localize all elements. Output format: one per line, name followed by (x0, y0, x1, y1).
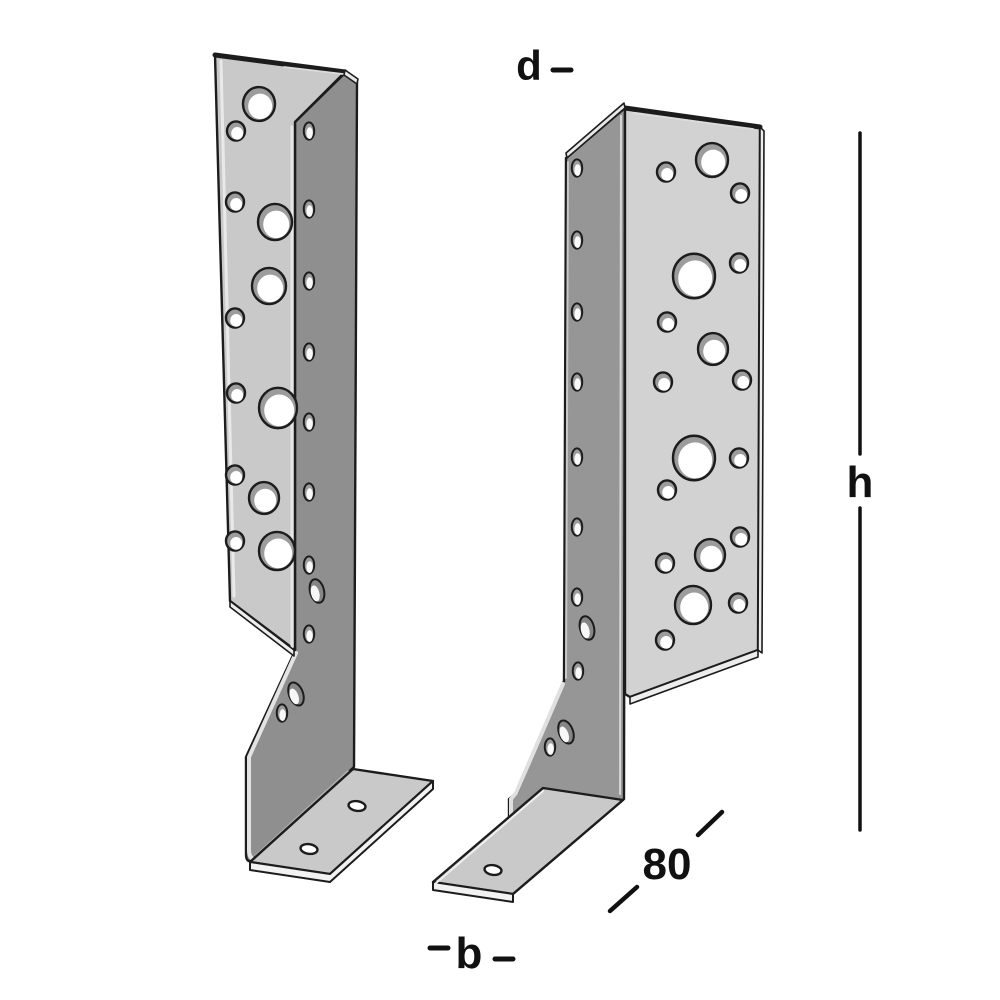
right-plate-cut-thickness (629, 649, 759, 705)
hole (660, 636, 673, 649)
right-plate-holes (652, 141, 753, 651)
hole (230, 314, 243, 327)
hole (306, 561, 313, 573)
hole (248, 93, 273, 120)
hole (733, 599, 746, 612)
hole (734, 454, 747, 467)
right-plate-top-edge-highlight (632, 112, 754, 130)
hole (658, 378, 671, 391)
right-base-holes (483, 863, 503, 877)
hole (680, 592, 709, 623)
left-bracket (212, 52, 435, 883)
hole (700, 545, 723, 570)
dim-label-b: b (456, 929, 483, 978)
right-plate-right-thickness (757, 126, 765, 654)
hole (574, 308, 581, 320)
hole (306, 418, 313, 430)
hole (580, 622, 590, 639)
hole (306, 127, 313, 139)
dimension-annotations: d h 80 b (427, 42, 874, 978)
hole (347, 799, 367, 813)
hole (734, 259, 747, 272)
left-plate-top-edge-highlight (283, 66, 344, 75)
hole (306, 488, 313, 500)
right-flange-top-thickness (565, 102, 626, 159)
dim-label-d: d (516, 42, 542, 89)
hole (735, 533, 748, 546)
hole (737, 376, 750, 389)
hole (264, 538, 293, 569)
hole (483, 863, 503, 877)
right-fold-highlight (619, 115, 622, 795)
dim-label-h: h (847, 458, 874, 507)
hole (263, 210, 290, 239)
hole (574, 593, 581, 605)
hole (574, 523, 581, 535)
hole (678, 442, 713, 479)
right-bracket (431, 102, 765, 903)
hole (289, 688, 300, 705)
right-flange-holes (543, 158, 596, 757)
hole (306, 205, 313, 217)
hole (574, 236, 581, 248)
hole (231, 389, 244, 402)
left-plate-top-edge (212, 52, 348, 75)
left-base-holes (299, 799, 367, 856)
hole (257, 274, 284, 303)
left-plate-left-edge-highlight (219, 59, 236, 598)
left-flange-holes (275, 121, 326, 723)
hole (678, 260, 713, 297)
hole (306, 277, 313, 289)
dim-80-tick-lower (607, 884, 640, 914)
hole (306, 348, 313, 360)
hole (310, 585, 320, 602)
hole (559, 726, 570, 743)
hole (701, 149, 726, 176)
hole (230, 198, 243, 211)
hole (662, 486, 675, 499)
hole (735, 189, 748, 202)
hole (279, 709, 286, 721)
hole (230, 471, 243, 484)
hole (662, 318, 675, 331)
left-base-flange-thickness (249, 780, 434, 883)
hole (264, 394, 295, 427)
left-flange-top-thickness (343, 69, 359, 85)
dim-80-tick-upper (695, 809, 725, 838)
hole (306, 630, 313, 642)
right-base-back-edge (434, 790, 544, 885)
dim-label-80: 80 (643, 840, 692, 889)
right-plate-top-edge (622, 105, 763, 130)
hole (661, 168, 674, 181)
hole (230, 537, 243, 550)
hole (660, 559, 673, 572)
hole (231, 127, 244, 140)
right-flange-edge-highlight (565, 161, 569, 679)
hole (574, 453, 581, 465)
hole (299, 842, 319, 856)
hole (575, 667, 582, 679)
left-plate-holes (224, 85, 299, 572)
hole (574, 164, 581, 176)
hole (254, 488, 277, 513)
hole (703, 339, 726, 364)
hole (574, 378, 581, 390)
left-plate-cut-thickness (229, 600, 295, 657)
hole (547, 743, 554, 755)
right-base-flange-thickness (432, 881, 514, 903)
